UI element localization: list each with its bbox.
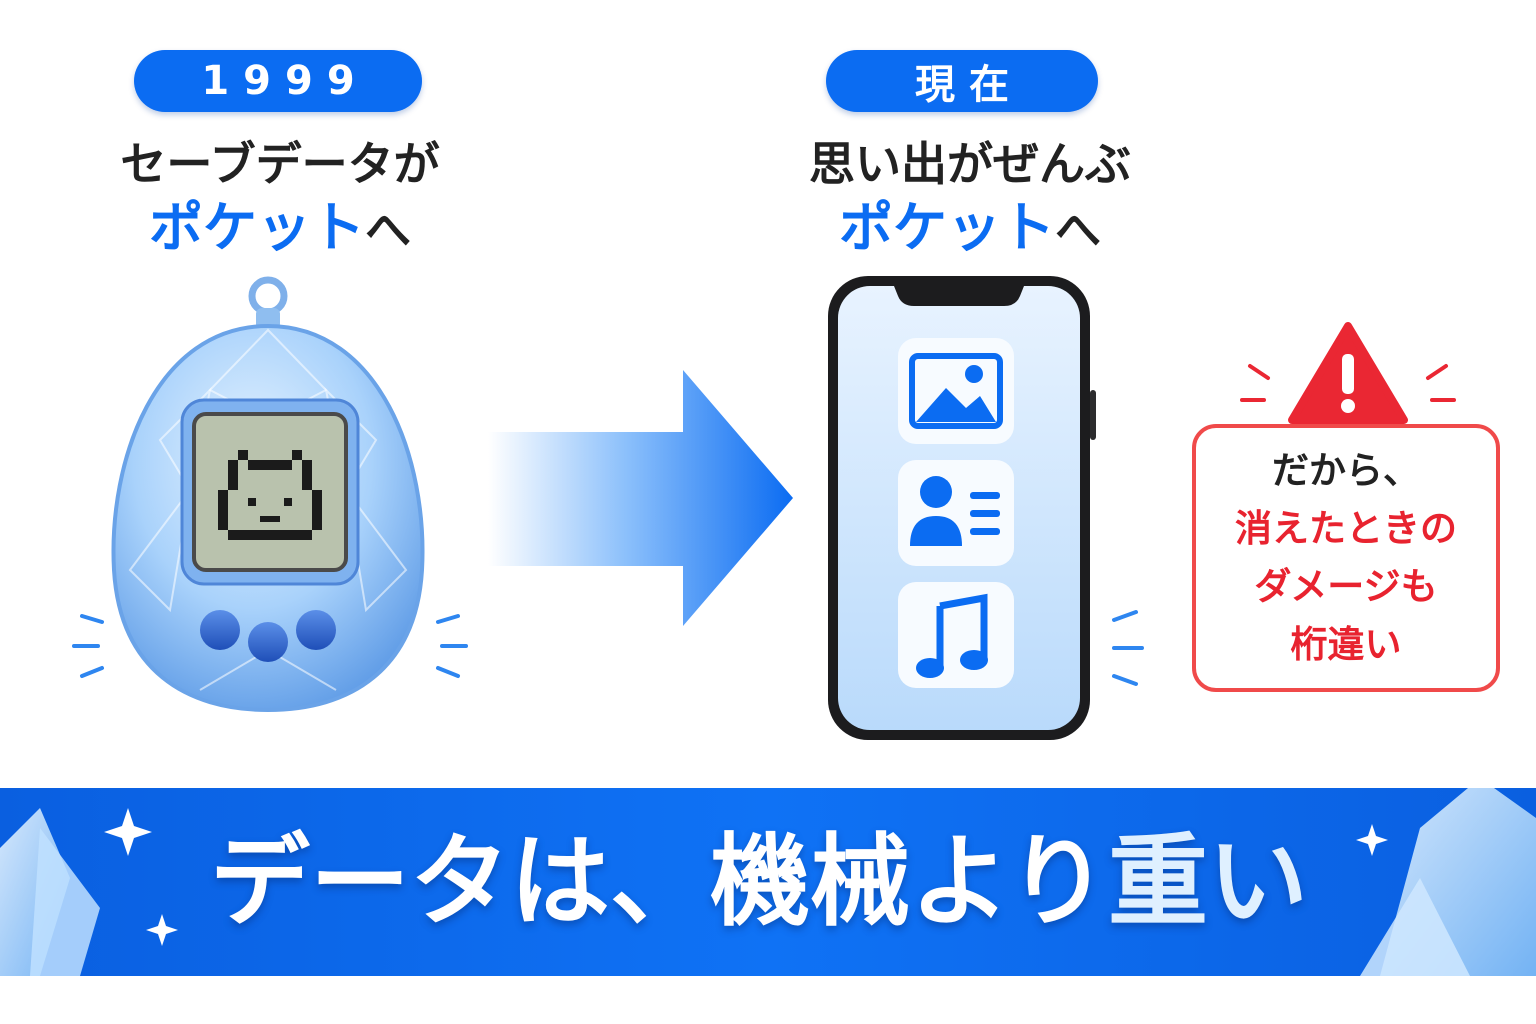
left-suffix: へ — [365, 203, 411, 257]
photo-app-icon — [898, 338, 1014, 444]
music-app-icon — [898, 582, 1014, 688]
right-headline-line1: 思い出がぜんぶ — [809, 137, 1131, 191]
warning-line-4: 桁違い — [1290, 623, 1402, 666]
now-badge: 現在 — [826, 50, 1098, 112]
right-headline: 思い出がぜんぶ ポケットへ — [740, 132, 1200, 262]
right-suffix: へ — [1055, 203, 1101, 257]
right-headline-line2: ポケットへ — [740, 196, 1200, 262]
banner-slogan-emphasis: 重い — [1108, 823, 1308, 940]
bottom-banner: データは、機械より重い — [0, 788, 1536, 976]
arrow-right-icon — [488, 370, 793, 626]
warning-line-1: だから、 — [1272, 449, 1420, 492]
smartphone-icon — [828, 276, 1144, 740]
banner-slogan: データは、機械より重い — [210, 814, 1330, 950]
left-headline: セーブデータが ポケットへ — [60, 132, 500, 262]
warning-icon — [1240, 322, 1456, 424]
warning-line-2: 消えたときの — [1235, 507, 1457, 550]
warning-message-box: だから、 消えたときの ダメージも 桁違い — [1192, 424, 1500, 692]
crystal-decoration-icon — [0, 788, 1536, 976]
warning-line-3: ダメージも — [1254, 565, 1438, 608]
year-badge: 1999 — [134, 50, 422, 112]
contact-app-icon — [898, 460, 1014, 566]
virtual-pet-device-icon — [72, 276, 468, 713]
banner-slogan-main: データは、機械より — [210, 823, 1108, 940]
right-highlight: ポケット — [839, 196, 1055, 259]
left-headline-line1: セーブデータが — [120, 137, 440, 191]
left-highlight: ポケット — [149, 196, 365, 259]
left-headline-line2: ポケットへ — [60, 196, 500, 262]
